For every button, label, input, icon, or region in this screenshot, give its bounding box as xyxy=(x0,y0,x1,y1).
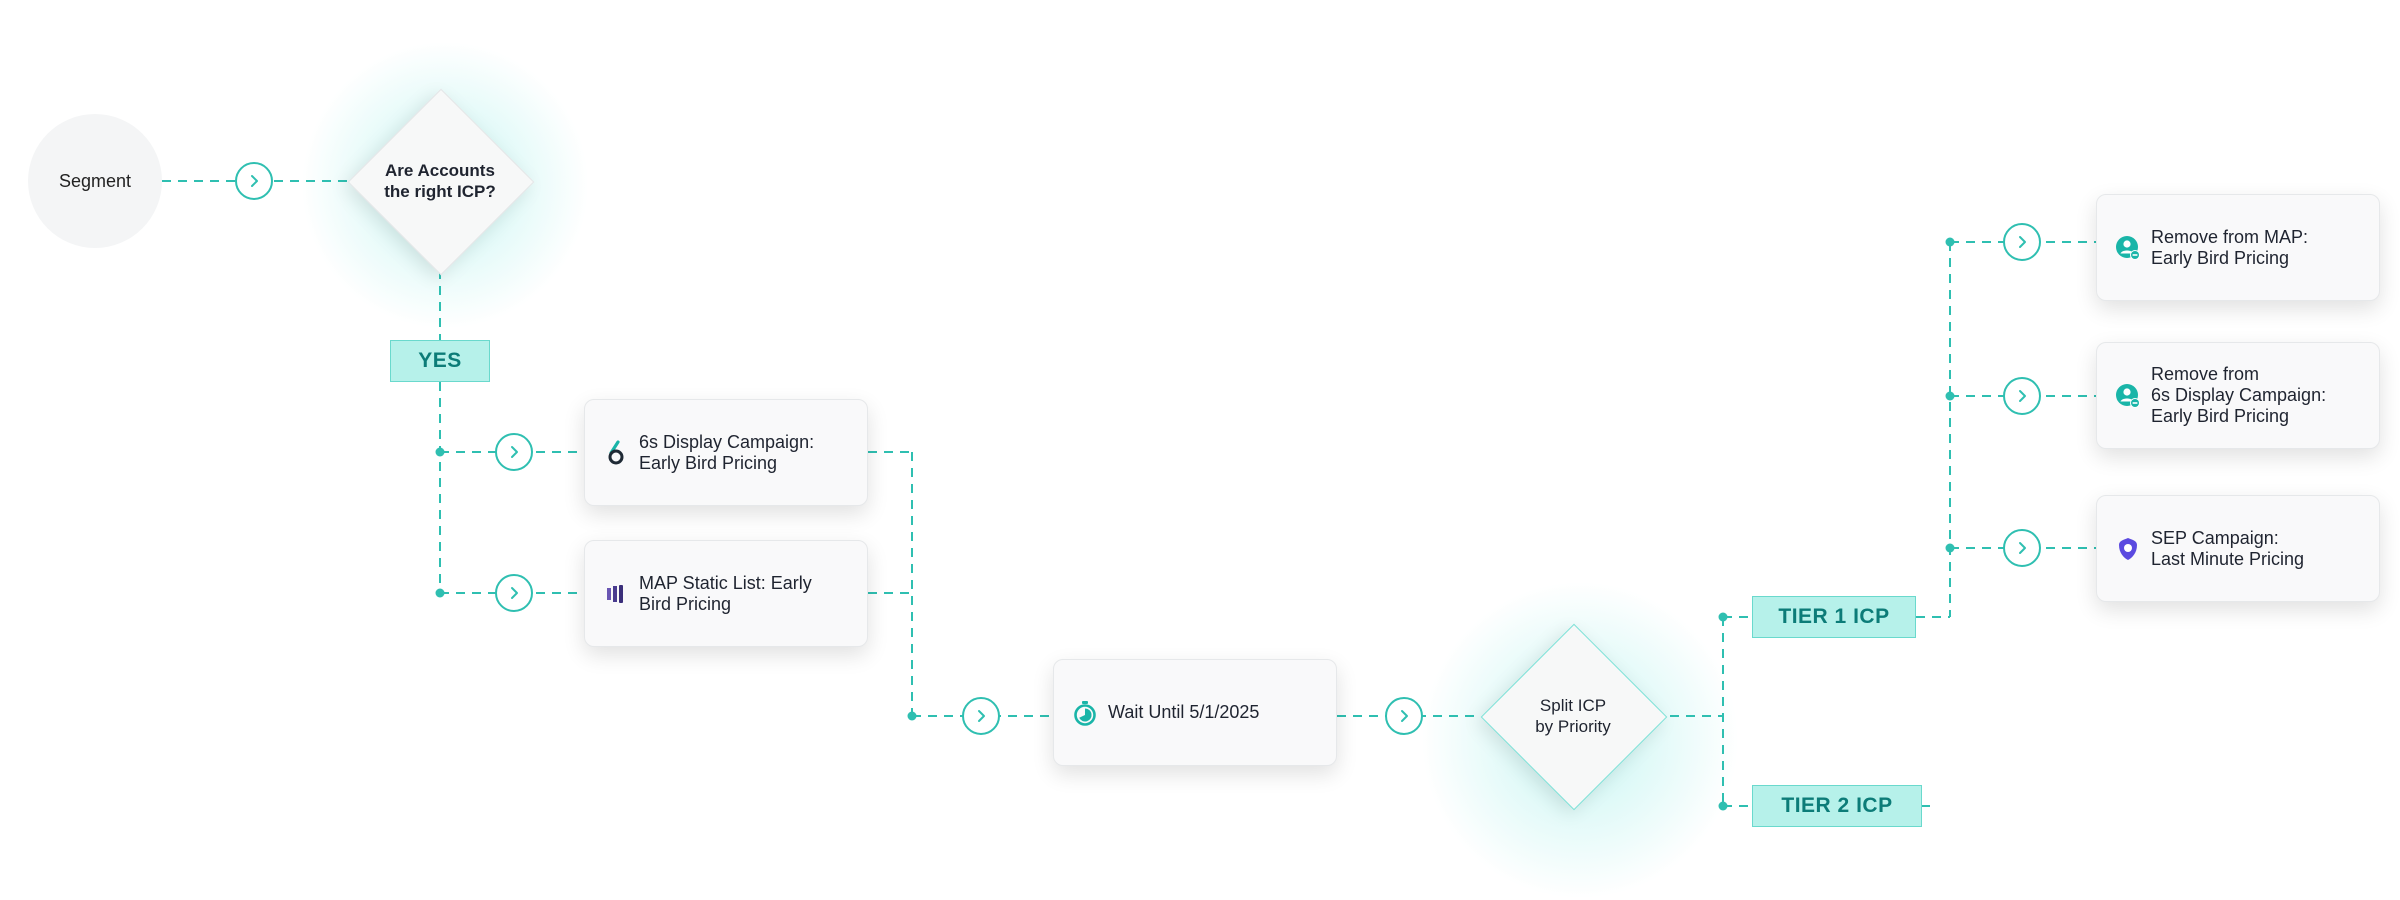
six-sense-logo-icon xyxy=(603,439,629,466)
step-arrow-display[interactable] xyxy=(495,433,533,471)
chevron-right-icon xyxy=(2019,542,2026,554)
chevron-right-icon xyxy=(251,175,258,187)
icp-decision-node[interactable]: Are Accounts the right ICP? xyxy=(345,86,535,276)
remove-user-icon xyxy=(2115,235,2141,261)
yes-branch-tag: YES xyxy=(390,340,490,382)
split-priority-decision-node[interactable]: Split ICP by Priority xyxy=(1478,621,1668,811)
segment-start-node[interactable]: Segment xyxy=(28,114,162,248)
tier-1-tag-label: TIER 1 ICP xyxy=(1778,605,1890,628)
chevron-right-icon xyxy=(2019,390,2026,402)
step-arrow-wait[interactable] xyxy=(962,697,1000,735)
step-arrow-map[interactable] xyxy=(495,574,533,612)
map-bars-icon xyxy=(603,581,629,607)
remove-from-map-card[interactable]: Remove from MAP: Early Bird Pricing xyxy=(2096,194,2380,301)
remove-from-map-label: Remove from MAP: Early Bird Pricing xyxy=(2151,226,2309,268)
map-static-list-label: MAP Static List: Early Bird Pricing xyxy=(639,572,812,614)
wait-until-card[interactable]: Wait Until 5/1/2025 xyxy=(1053,659,1337,766)
segment-label: Segment xyxy=(58,170,132,191)
chevron-right-icon xyxy=(511,587,518,599)
step-arrow-1[interactable] xyxy=(235,162,273,200)
display-campaign-label: 6s Display Campaign: Early Bird Pricing xyxy=(639,431,815,473)
tier-2-tag-label: TIER 2 ICP xyxy=(1781,794,1893,817)
tier-2-icp-tag: TIER 2 ICP xyxy=(1752,785,1922,827)
timer-icon xyxy=(1072,700,1098,726)
chevron-right-icon xyxy=(978,710,985,722)
yes-tag-label: YES xyxy=(418,349,462,372)
remove-user-icon xyxy=(2115,383,2141,409)
sep-campaign-card[interactable]: SEP Campaign: Last Minute Pricing xyxy=(2096,495,2380,602)
wait-until-label: Wait Until 5/1/2025 xyxy=(1108,702,1260,722)
chevron-right-icon xyxy=(1401,710,1408,722)
step-arrow-split[interactable] xyxy=(1385,697,1423,735)
workflow-canvas: Segment Are Accounts the right ICP? YES xyxy=(28,40,2380,900)
sep-campaign-label: SEP Campaign: Last Minute Pricing xyxy=(2151,527,2305,569)
map-static-list-card[interactable]: MAP Static List: Early Bird Pricing xyxy=(584,540,868,647)
display-campaign-card[interactable]: 6s Display Campaign: Early Bird Pricing xyxy=(584,399,868,506)
remove-from-display-label: Remove from 6s Display Campaign: Early B… xyxy=(2151,364,2327,426)
chevron-right-icon xyxy=(511,446,518,458)
remove-from-display-card[interactable]: Remove from 6s Display Campaign: Early B… xyxy=(2096,342,2380,449)
tier-1-icp-tag: TIER 1 ICP xyxy=(1752,596,1916,638)
step-arrow-remove-map[interactable] xyxy=(2003,223,2041,261)
icp-decision-label: Are Accounts the right ICP? xyxy=(384,161,496,201)
step-arrow-remove-display[interactable] xyxy=(2003,377,2041,415)
outreach-shield-icon xyxy=(2115,536,2141,562)
chevron-right-icon xyxy=(2019,236,2026,248)
split-priority-label: Split ICP by Priority xyxy=(1535,696,1611,736)
step-arrow-sep[interactable] xyxy=(2003,529,2041,567)
